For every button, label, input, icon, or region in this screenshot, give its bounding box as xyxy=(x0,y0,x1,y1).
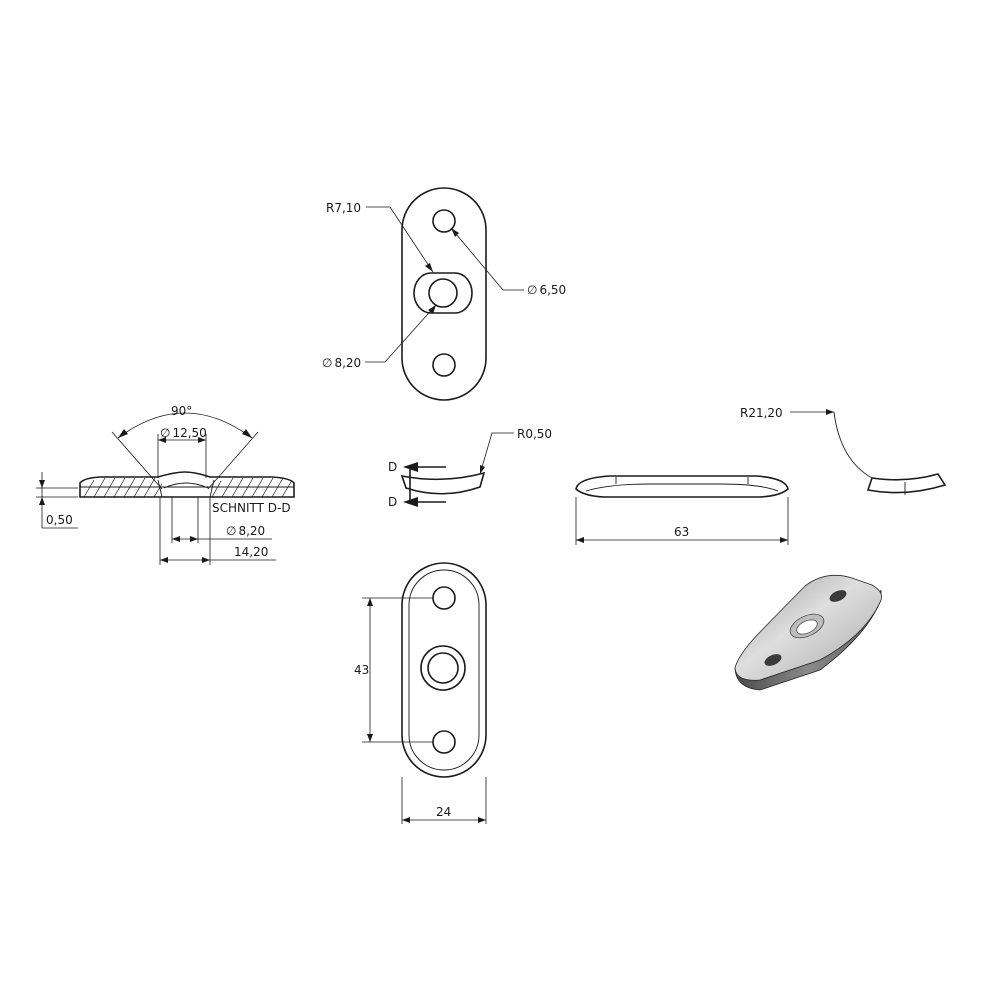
dim-angle: 90° xyxy=(171,404,192,418)
upper-hole xyxy=(432,209,456,233)
section-marker-bottom: D xyxy=(388,495,397,509)
bottom-upper-hole xyxy=(432,586,456,610)
end-view: D D R0,50 xyxy=(388,427,552,509)
dim-dia-small: ∅6,50 xyxy=(527,283,566,297)
dim-hole-spacing: 43 xyxy=(354,663,369,677)
dim-length: 63 xyxy=(674,525,689,539)
plate-outline xyxy=(401,187,487,401)
bottom-center-outer xyxy=(420,645,466,691)
dim-r-edge: R0,50 xyxy=(517,427,552,441)
dim-r-bend: R21,20 xyxy=(740,406,783,420)
iso-center-hole xyxy=(796,619,818,635)
section-hatching-left xyxy=(83,477,163,498)
top-view: R7,10 ∅6,50 ∅8,20 xyxy=(322,187,566,401)
dim-r-slot: R7,10 xyxy=(326,201,361,215)
section-hatching-right xyxy=(211,477,292,498)
side-view: 63 xyxy=(575,475,789,545)
center-slot xyxy=(413,272,473,314)
diameter-symbol: ∅ xyxy=(527,283,537,297)
dim-dia-hole-section: ∅8,20 xyxy=(226,524,265,538)
bottom-center-inner xyxy=(427,652,459,684)
iso-lower-hole xyxy=(764,654,782,666)
iso-upper-hole xyxy=(829,590,847,602)
bottom-view: 43 24 xyxy=(354,562,487,824)
dim-dia-hole: ∅8,20 xyxy=(322,356,361,370)
bend-profile xyxy=(866,473,947,494)
bottom-lower-hole xyxy=(432,730,456,754)
dim-dia-countersink: ∅12,50 xyxy=(160,426,207,440)
dim-width-section: 14,20 xyxy=(234,545,268,559)
section-view: 90° ∅12,50 0,50 SCHNITT D-D ∅8,20 14,20 xyxy=(36,404,295,565)
lower-hole xyxy=(432,353,456,377)
section-body xyxy=(79,471,295,498)
bottom-plate-inner xyxy=(408,569,480,771)
section-marker-top: D xyxy=(388,460,397,474)
dim-width: 24 xyxy=(436,805,451,819)
side-profile xyxy=(575,475,789,498)
isometric-view xyxy=(734,574,882,691)
section-title: SCHNITT D-D xyxy=(212,501,291,515)
bottom-plate-outline xyxy=(401,562,487,778)
bend-detail: R21,20 xyxy=(740,406,947,495)
center-hole xyxy=(428,278,458,308)
dim-thickness: 0,50 xyxy=(46,513,73,527)
end-profile xyxy=(400,471,486,495)
